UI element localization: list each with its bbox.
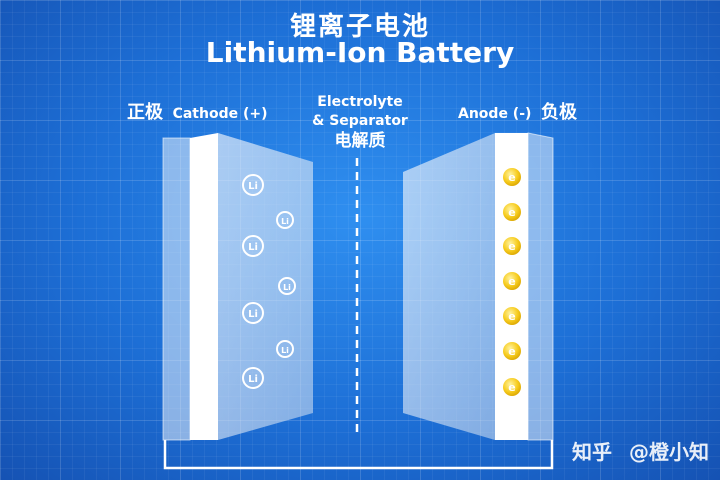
electron: e (503, 307, 521, 325)
watermark: 知乎 @橙小知 (572, 436, 709, 465)
lithium-ion: Li (276, 211, 294, 229)
ion-label: Li (248, 374, 258, 385)
electron: e (503, 272, 521, 290)
anode-back-plate (527, 132, 554, 441)
cathode-plate (218, 133, 313, 440)
ion-label: Li (248, 181, 258, 192)
electrons: e e e e e e e (503, 168, 521, 396)
separator-label-zh: 电解质 (334, 131, 386, 151)
anode-plate (403, 133, 495, 440)
cathode-label-zh: 正极 (127, 102, 163, 123)
cathode-label-en: Cathode (+) (172, 106, 268, 122)
lithium-ion: Li (278, 277, 296, 295)
cathode-collector (190, 133, 218, 440)
ion-label: Li (283, 283, 291, 292)
lithium-ion: Li (242, 367, 264, 389)
ion-label: Li (248, 242, 258, 253)
cathode-back-plate (162, 137, 191, 441)
watermark-zhihu: 知乎 (572, 440, 612, 464)
electron-label: e (508, 381, 515, 394)
watermark-author: @橙小知 (628, 440, 709, 464)
electron-label: e (508, 345, 515, 358)
electron-label: e (508, 310, 515, 323)
electron-label: e (508, 275, 515, 288)
separator-label-line1: Electrolyte (317, 94, 403, 110)
separator-label: Electrolyte & Separator 电解质 (290, 93, 430, 151)
anode-label-en: Anode (-) (458, 106, 532, 122)
electron: e (503, 237, 521, 255)
lithium-ion: Li (242, 174, 264, 196)
anode-label-zh: 负极 (541, 102, 577, 123)
electron: e (503, 342, 521, 360)
title-chinese: 锂离子电池 (289, 12, 430, 42)
electron-label: e (508, 240, 515, 253)
electron: e (503, 378, 521, 396)
ion-label: Li (281, 217, 289, 226)
cathode-label: 正极 Cathode (+) (127, 98, 268, 124)
title-english: Lithium-Ion Battery (205, 36, 515, 69)
electron-label: e (508, 171, 515, 184)
lithium-ion: Li (242, 302, 264, 324)
electron: e (503, 203, 521, 221)
separator-label-line2: & Separator (312, 113, 408, 129)
ion-label: Li (281, 346, 289, 355)
circuit-wire (163, 440, 554, 470)
ion-label: Li (248, 309, 258, 320)
electron: e (503, 168, 521, 186)
lithium-ions: Li Li Li Li Li Li Li (242, 174, 296, 389)
lithium-ion: Li (242, 235, 264, 257)
lithium-ion: Li (276, 340, 294, 358)
electron-label: e (508, 206, 515, 219)
anode-label: Anode (-) 负极 (458, 98, 577, 124)
